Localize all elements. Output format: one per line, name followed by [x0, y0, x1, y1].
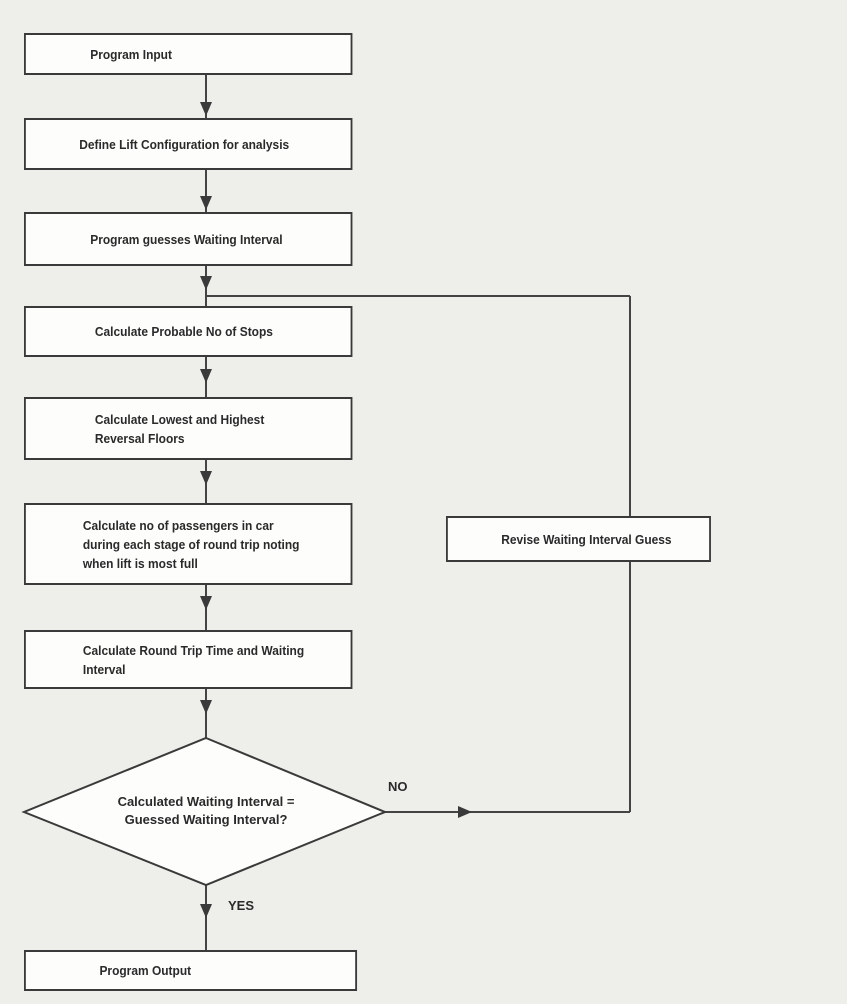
- calc-passengers-line-2: during each stage of round trip noting: [82, 536, 300, 552]
- revise-guess-box: Revise Waiting Interval Guess: [446, 516, 711, 562]
- calc-rtt-line-1: Calculate Round Trip Time and Waiting: [82, 642, 305, 658]
- decision-diamond: [21, 736, 388, 887]
- guess-interval-box: Program guesses Waiting Interval: [24, 212, 353, 266]
- guess-interval-label: Program guesses Waiting Interval: [90, 231, 283, 247]
- calc-passengers-line-3: when lift is most full: [82, 555, 198, 571]
- calc-rtt-line-2: Interval: [82, 661, 126, 677]
- revise-guess-label: Revise Waiting Interval Guess: [501, 531, 672, 547]
- define-config-label: Define Lift Configuration for analysis: [79, 136, 290, 152]
- decision-line-1: Calculated Waiting Interval =: [117, 794, 295, 809]
- calc-rtt-box: Calculate Round Trip Time and Waiting In…: [24, 630, 353, 689]
- yes-label: YES: [228, 898, 255, 913]
- calc-stops-box: Calculate Probable No of Stops: [24, 306, 353, 357]
- program-output-box: Program Output: [24, 950, 358, 991]
- program-output-label: Program Output: [99, 963, 192, 978]
- calc-reversal-line-1: Calculate Lowest and Highest: [94, 411, 265, 427]
- decision-line-2: Guessed Waiting Interval?: [124, 812, 288, 827]
- no-label: NO: [388, 779, 408, 794]
- calc-passengers-line-1: Calculate no of passengers in car: [82, 517, 274, 533]
- calc-reversal-box: Calculate Lowest and Highest Reversal Fl…: [24, 397, 353, 460]
- calc-passengers-box: Calculate no of passengers in car during…: [24, 503, 353, 585]
- program-input-box: Program Input: [24, 33, 353, 75]
- define-config-box: Define Lift Configuration for analysis: [24, 118, 353, 170]
- decision-text: Calculated Waiting Interval = Guessed Wa…: [94, 793, 318, 829]
- program-input-label: Program Input: [90, 46, 172, 62]
- calc-reversal-line-2: Reversal Floors: [94, 430, 185, 446]
- calc-stops-label: Calculate Probable No of Stops: [94, 324, 273, 339]
